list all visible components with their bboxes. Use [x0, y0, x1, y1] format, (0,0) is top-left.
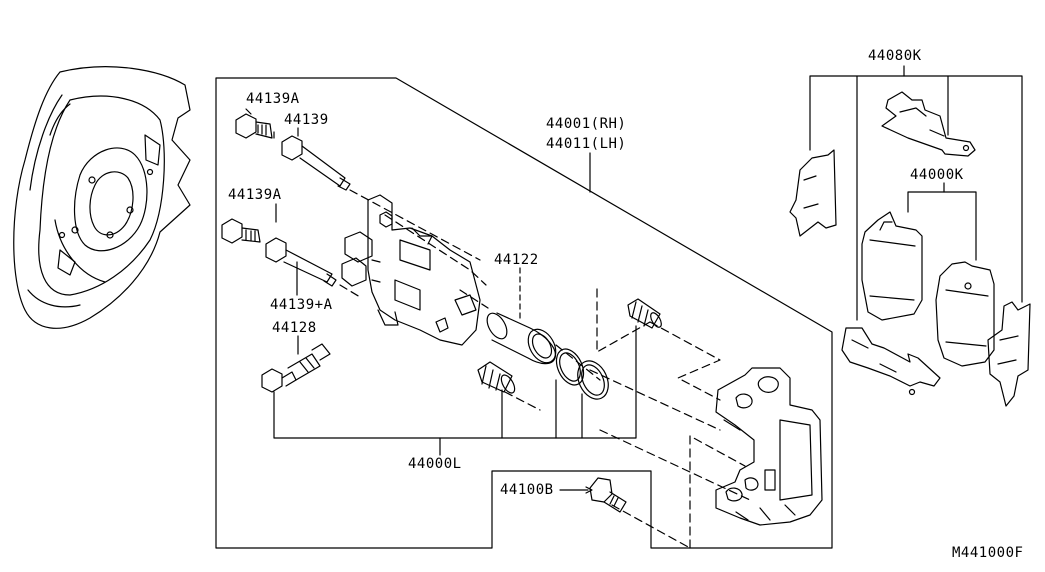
bolt-44139-top [281, 135, 351, 191]
shim-right [987, 301, 1031, 407]
brake-pad-outer [935, 261, 995, 367]
label-44100b: 44100B [500, 482, 554, 498]
bracket-44080k [809, 75, 1023, 321]
bleeder-44128 [261, 343, 331, 393]
label-44000l: 44000L [408, 456, 462, 472]
label-44139-plus-a: 44139+A [270, 297, 333, 313]
label-44122: 44122 [494, 252, 539, 268]
caliper-bracket [715, 367, 823, 526]
label-44139a-top: 44139A [246, 91, 300, 107]
bolt-44139a-top [235, 108, 273, 139]
bracket-44000l [273, 325, 637, 439]
clip-top [881, 91, 976, 157]
label-44011-lh: 44011(LH) [546, 136, 627, 152]
label-44000k: 44000K [910, 167, 964, 183]
boot-small [627, 298, 662, 329]
brake-pad-inner [861, 211, 923, 321]
assembly-frame [215, 77, 833, 549]
bracket-44000l-ties [501, 379, 583, 439]
caliper-body [341, 194, 481, 346]
bolt-44139a-mid [221, 218, 261, 244]
bolt-44139-plus-a [265, 237, 337, 287]
label-44080k: 44080K [868, 48, 922, 64]
bolt-44100b [559, 477, 627, 513]
centerlines [339, 189, 751, 549]
label-44139-top: 44139 [284, 112, 329, 128]
label-44001-rh: 44001(RH) [546, 116, 627, 132]
anti-rattle-clip [841, 327, 941, 396]
figure-code: M441000F [952, 545, 1024, 561]
bracket-44000k [907, 191, 977, 261]
label-44128: 44128 [272, 320, 317, 336]
boot-large [477, 361, 516, 394]
seal-rings [555, 348, 609, 400]
shim-left [789, 149, 837, 237]
piston-44122 [486, 312, 557, 365]
backing-plate [13, 66, 191, 329]
label-44139a-mid: 44139A [228, 187, 282, 203]
